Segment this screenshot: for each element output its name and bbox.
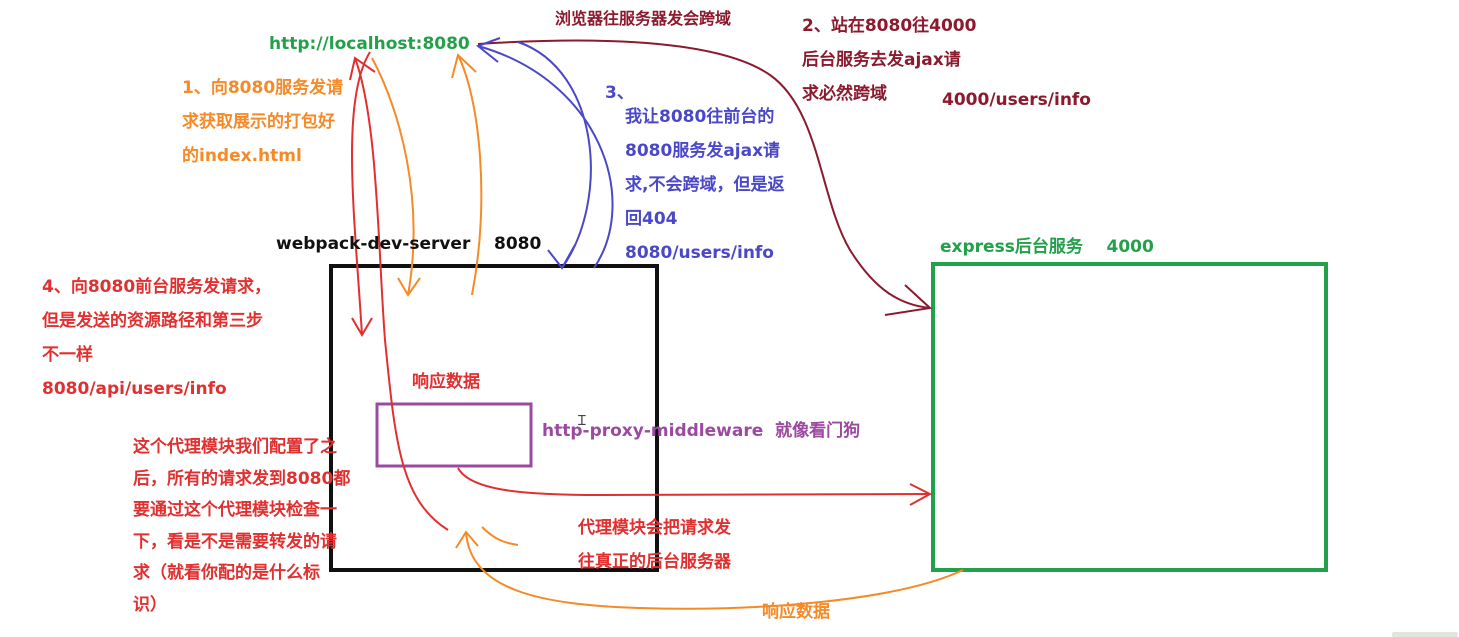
orange-return-arrow xyxy=(457,54,483,296)
orange-short-tick xyxy=(481,526,519,546)
proxy-note-label: 这个代理模块我们配置了之 后，所有的请求发到8080都 要通过这个代理模块检查一… xyxy=(133,437,351,615)
proxy-middleware-box xyxy=(375,402,533,468)
step2-path-label: 4000/users/info xyxy=(942,90,1091,110)
localhost-url-label: http://localhost:8080 xyxy=(269,34,470,54)
blue-request-arrowhead xyxy=(547,244,576,270)
response-data-top-label: 响应数据 xyxy=(412,372,480,392)
step4-label: 4、向8080前台服务发请求， 但是发送的资源路径和第三步 不一样 8080/a… xyxy=(42,277,272,399)
blue-return-arrowhead xyxy=(475,37,501,63)
forward-note-label: 代理模块会把请求发 往真正的后台服务器 xyxy=(578,518,731,572)
orange-return-arrowhead xyxy=(451,53,477,79)
red-left-arrowhead xyxy=(351,317,373,337)
scrollbar[interactable] xyxy=(1392,632,1458,637)
red-forward-arrow xyxy=(457,467,931,497)
red-left-arrow xyxy=(351,51,371,336)
maroon-cors-arrow xyxy=(477,39,931,309)
express-server-box xyxy=(931,262,1328,572)
orange-request-arrow xyxy=(371,57,415,296)
blue-return-arrow xyxy=(477,45,614,269)
red-loop-arrowhead xyxy=(349,56,376,81)
orange-response-arrowhead xyxy=(455,530,479,549)
step1-label: 1、向8080服务发请 求获取展示的打包好 的index.html xyxy=(182,78,344,166)
step2-label: 2、站在8080往4000 后台服务去发ajax请 求必然跨域 xyxy=(802,16,977,104)
blue-request-arrow xyxy=(517,41,592,269)
red-forward-arrowhead xyxy=(909,483,933,506)
step3-number-label: 3、 xyxy=(605,83,634,103)
step3-label: 我让8080往前台的 8080服务发ajax请 求,不会跨域，但是返 回404 … xyxy=(625,107,785,263)
orange-request-arrowhead xyxy=(397,277,421,297)
webpack-dev-server-title: webpack-dev-server 8080 xyxy=(276,234,542,254)
maroon-arrowhead xyxy=(884,284,933,316)
orange-response-arrow xyxy=(465,531,964,610)
red-loop-arrow xyxy=(354,57,449,531)
response-data-bottom-label: 响应数据 xyxy=(762,602,830,622)
browser-cors-label: 浏览器往服务器发会跨域 xyxy=(555,9,732,28)
text-cursor-icon: Ɪ xyxy=(578,413,586,429)
express-server-title: express后台服务 4000 xyxy=(940,237,1154,257)
proxy-middleware-label: http-proxy-middleware 就像看门狗 xyxy=(542,421,861,441)
webpack-dev-server-box xyxy=(329,264,659,572)
